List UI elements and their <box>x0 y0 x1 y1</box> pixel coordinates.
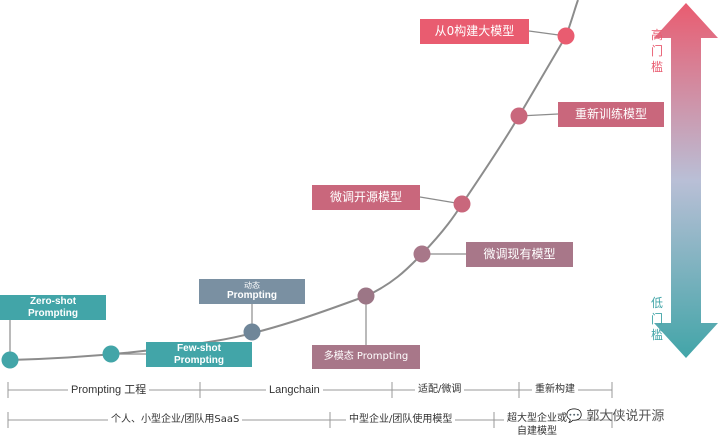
watermark: 💬 郭大侠说开源 <box>566 405 664 424</box>
user-label-large: 超大型企业或 自建模型 <box>504 412 570 438</box>
milestone-finetune-open: 微调开源模型 <box>312 185 420 210</box>
high-threshold-char-1: 高 <box>650 28 663 42</box>
watermark-text: 郭大侠说开源 <box>586 409 665 424</box>
milestone-finetune-open-text: 微调开源模型 <box>329 189 402 204</box>
user-label-large-line1: 超大型企业或 <box>507 413 567 424</box>
milestone-retrain-text: 重新训练模型 <box>574 106 647 121</box>
milestone-dot-finetune-existing <box>413 245 431 263</box>
low-threshold-char-3: 槛 <box>650 328 663 342</box>
user-label-medium: 中型企业/团队使用模型 <box>346 414 456 426</box>
milestone-dot-zero-shot <box>1 351 19 369</box>
milestone-multimodal: 多模态 Prompting <box>312 345 420 369</box>
milestone-dot-dynamic <box>243 323 261 341</box>
high-threshold-char-3: 槛 <box>650 60 663 74</box>
stage-label-langchain: Langchain <box>266 384 323 396</box>
milestone-zero-shot: Zero-shot Prompting <box>0 295 106 320</box>
stage-label-prompting: Prompting 工程 <box>68 384 150 396</box>
milestone-dot-few-shot <box>102 345 120 363</box>
milestone-dot-multimodal <box>357 287 375 305</box>
milestone-build-from-scratch: 从0构建大模型 <box>420 19 529 44</box>
milestone-multimodal-text: 多模态 Prompting <box>323 351 409 363</box>
milestone-dynamic: 动态 Prompting <box>199 279 305 304</box>
stage-label-rebuild: 重新构建 <box>532 384 578 396</box>
milestone-finetune-existing: 微调现有模型 <box>466 242 573 267</box>
milestone-few-shot: Few-shot Prompting <box>146 342 252 367</box>
milestone-zero-shot-line1: Zero-shot <box>29 296 77 307</box>
milestone-dynamic-line1: 动态 <box>244 281 260 291</box>
high-threshold-label: 高 门 槛 <box>649 27 665 75</box>
user-label-large-line2: 自建模型 <box>517 426 557 437</box>
low-threshold-label: 低 门 槛 <box>649 295 665 343</box>
low-threshold-char-1: 低 <box>650 296 663 310</box>
milestone-few-shot-line2: Prompting <box>174 354 224 366</box>
stage-label-finetune: 适配/微调 <box>415 384 465 396</box>
low-threshold-char-2: 门 <box>650 312 663 326</box>
threshold-arrow <box>654 3 718 358</box>
milestone-retrain: 重新训练模型 <box>558 102 664 127</box>
milestone-finetune-existing-text: 微调现有模型 <box>483 246 556 261</box>
milestone-dot-retrain <box>510 107 528 125</box>
milestone-build-from-scratch-text: 从0构建大模型 <box>434 23 515 38</box>
high-threshold-char-2: 门 <box>650 44 663 58</box>
milestone-dot-finetune-open <box>453 195 471 213</box>
milestone-zero-shot-line2: Prompting <box>28 307 78 319</box>
milestone-dynamic-line2: Prompting <box>227 290 277 302</box>
wechat-icon: 💬 <box>566 409 583 424</box>
milestone-few-shot-line1: Few-shot <box>177 343 221 354</box>
user-label-small: 个人、小型企业/团队用SaaS <box>108 414 243 426</box>
milestone-dot-build-from-scratch <box>557 27 575 45</box>
